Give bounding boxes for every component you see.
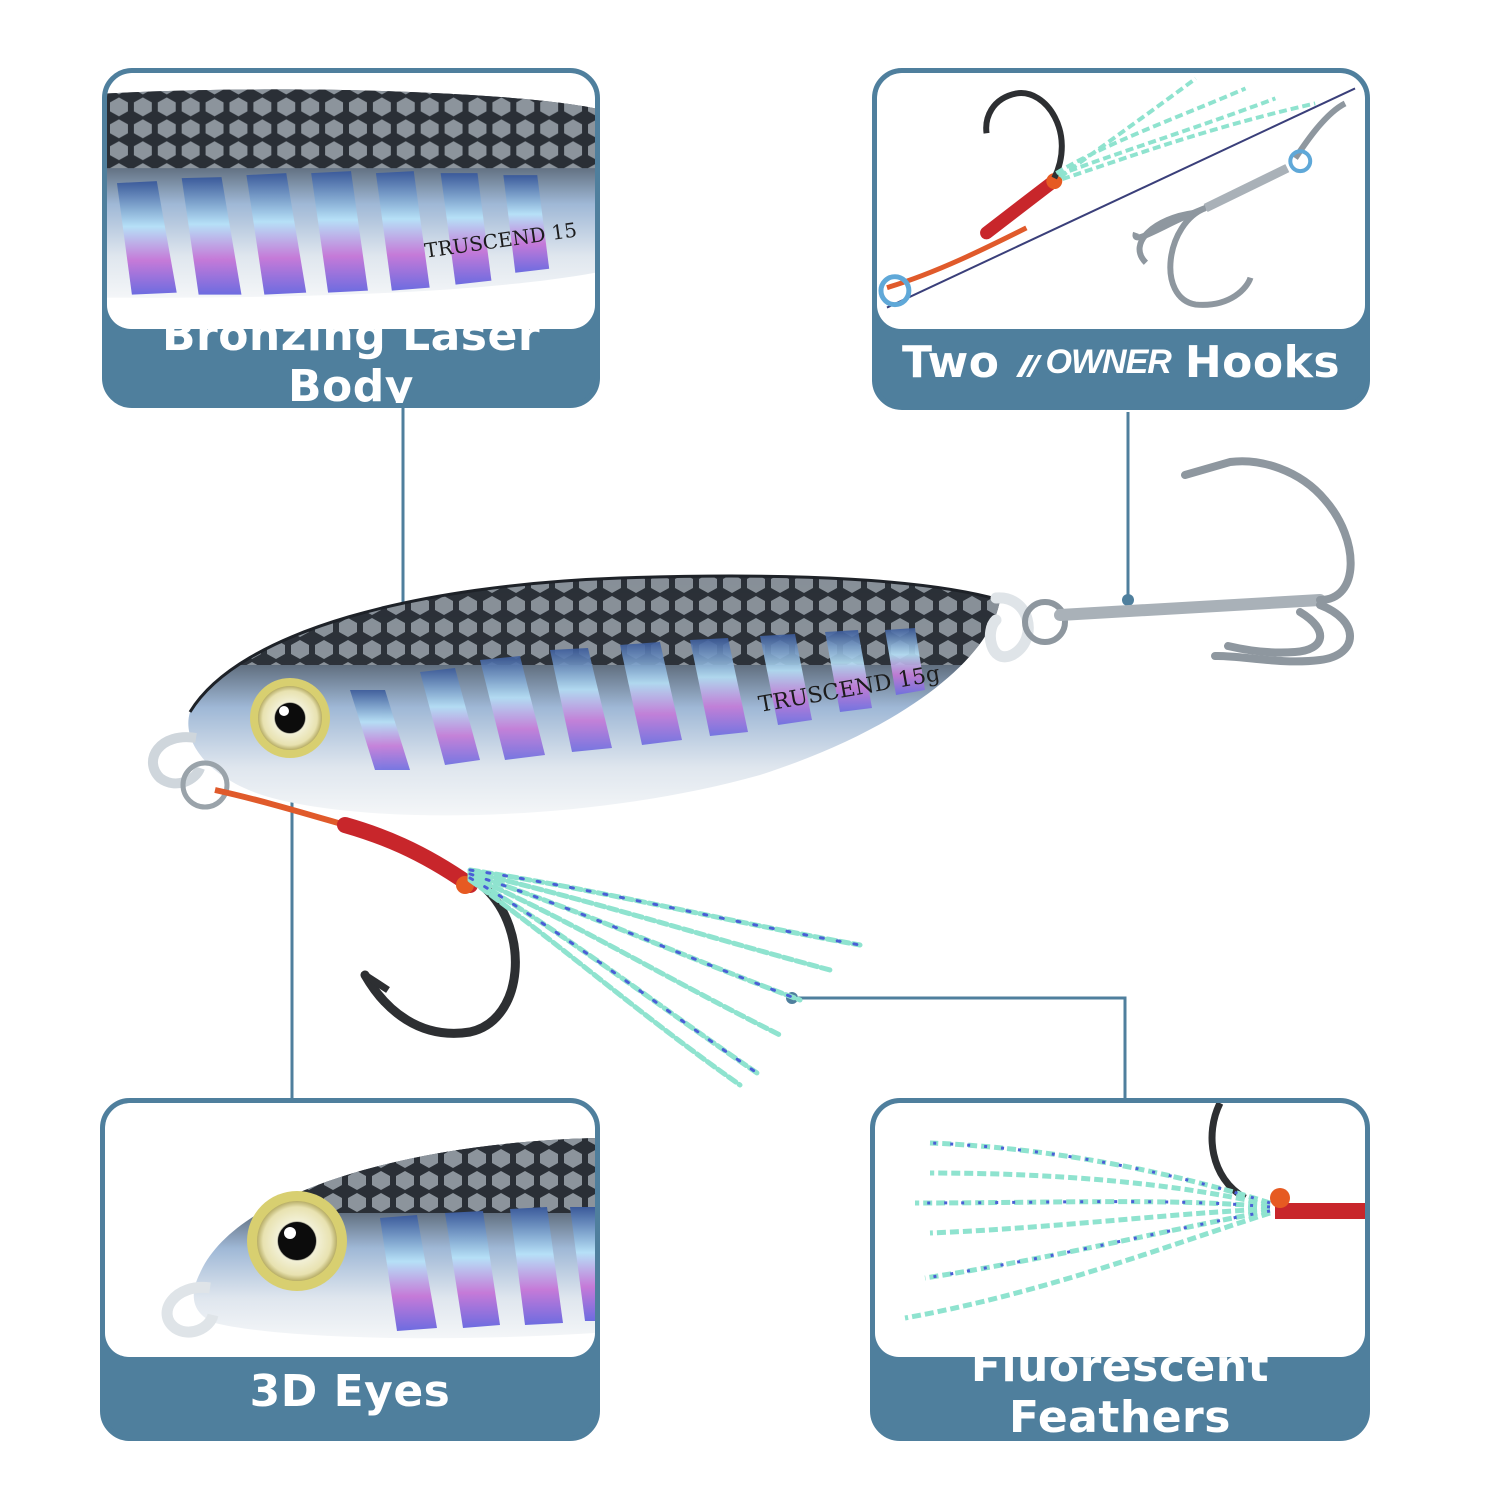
- fluorescent-feathers: [467, 867, 863, 1088]
- treble-hook: [984, 457, 1355, 666]
- callout-3d-eyes-photo: [105, 1103, 595, 1357]
- owner-hooks-closeup: [878, 76, 1356, 309]
- eye-closeup: [161, 1138, 595, 1339]
- callout-owner-hooks-photo: [877, 73, 1365, 329]
- feathers-closeup: [904, 1103, 1365, 1321]
- laser-body-closeup: TRUSCEND 15: [107, 89, 595, 298]
- callout-feathers-label: Fluorescent Feathers: [970, 1340, 1270, 1441]
- assist-hook: [214, 787, 520, 1038]
- callout-laser-body: TRUSCEND 15 Bronzing Laser Body: [102, 68, 600, 408]
- lure-brand-print: TRUSCEND 15g: [757, 661, 942, 718]
- owner-label-prefix: Two: [901, 336, 1000, 388]
- owner-brand-logo: OWNER: [1014, 342, 1172, 382]
- callout-owner-hooks: Two OWNER Hooks: [872, 68, 1370, 410]
- nose-eyelet: [148, 732, 230, 810]
- owner-label-suffix: Hooks: [1184, 336, 1341, 388]
- lure-body: TRUSCEND 15g: [188, 574, 1001, 816]
- owner-brand-text: OWNER: [1045, 342, 1172, 381]
- callout-laser-body-photo: TRUSCEND 15: [107, 73, 595, 329]
- callout-laser-body-label: Bronzing Laser Body: [161, 310, 541, 408]
- lure-eye: [250, 678, 330, 758]
- callout-owner-hooks-label: Two OWNER Hooks: [877, 319, 1365, 405]
- callout-feathers-photo: [875, 1103, 1365, 1357]
- leader-lines: [290, 408, 1130, 1100]
- callout-3d-eyes-label: 3D Eyes: [249, 1366, 451, 1417]
- callout-feathers: Fluorescent Feathers: [870, 1098, 1370, 1441]
- owner-logo-mark-icon: [1014, 349, 1044, 377]
- callout-3d-eyes: 3D Eyes: [100, 1098, 600, 1441]
